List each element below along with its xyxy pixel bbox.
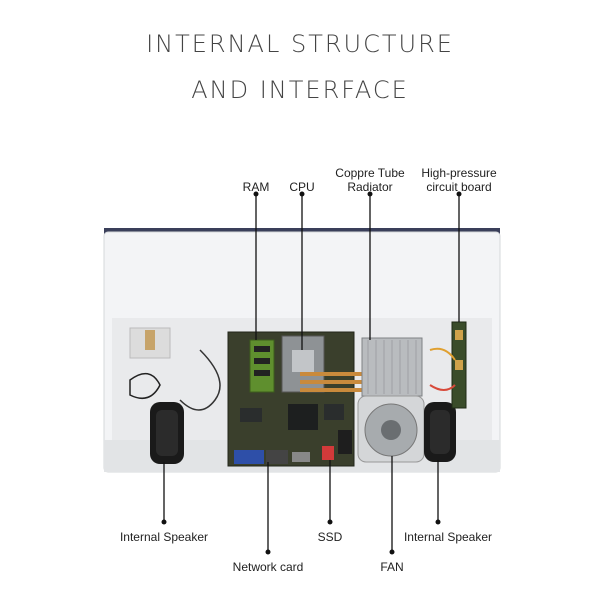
leader-ram-dot bbox=[253, 191, 259, 197]
hp-component bbox=[455, 330, 463, 340]
label-speaker-right: Internal Speaker bbox=[403, 530, 493, 544]
leader-speaker-right-dot bbox=[435, 519, 441, 525]
leader-radiator-dot bbox=[367, 191, 373, 197]
label-network-card: Network card bbox=[232, 560, 304, 574]
speaker-right-grille bbox=[430, 410, 450, 454]
leader-hp-board-dot bbox=[456, 191, 462, 197]
vga-port bbox=[234, 450, 264, 464]
ram-chip bbox=[254, 358, 270, 364]
label-radiator: Coppre Tube Radiator bbox=[328, 166, 412, 194]
label-hp-board: High-pressure circuit board bbox=[414, 166, 504, 194]
heat-pipe bbox=[300, 388, 362, 392]
ssd-connector bbox=[322, 446, 334, 460]
page-title-line1: INTERNAL STRUCTURE bbox=[146, 30, 454, 58]
leader-ssd-dot bbox=[327, 519, 333, 525]
speaker-left-grille bbox=[156, 410, 178, 456]
cpu-plate bbox=[292, 350, 314, 372]
hp-component bbox=[455, 360, 463, 370]
leader-cpu-dot bbox=[299, 191, 305, 197]
heat-pipe bbox=[300, 380, 362, 384]
left-connector bbox=[145, 330, 155, 350]
label-hp-board-line1: High-pressure bbox=[421, 166, 497, 180]
left-cable bbox=[179, 349, 221, 411]
board-chip bbox=[324, 404, 344, 420]
page-title-line2: AND INTERFACE bbox=[191, 76, 409, 104]
usb-port bbox=[292, 452, 310, 462]
label-speaker-left: Internal Speaker bbox=[119, 530, 209, 544]
label-radiator-line2: Radiator bbox=[347, 180, 393, 194]
label-hp-board-line2: circuit board bbox=[426, 180, 492, 194]
label-radiator-line1: Coppre Tube bbox=[335, 166, 405, 180]
label-ssd: SSD bbox=[317, 530, 343, 544]
antenna-wire bbox=[129, 372, 161, 400]
hp-cable bbox=[429, 347, 456, 361]
label-cpu: CPU bbox=[289, 180, 315, 194]
ram-chip bbox=[254, 346, 270, 352]
network-port bbox=[266, 450, 288, 464]
fan-hub bbox=[381, 420, 401, 440]
chipset bbox=[288, 404, 318, 430]
ram-chip bbox=[254, 370, 270, 376]
hp-cable bbox=[429, 384, 456, 391]
heat-pipe bbox=[300, 372, 362, 376]
leader-fan-dot bbox=[389, 549, 395, 555]
leader-network-dot bbox=[265, 549, 271, 555]
label-ram: RAM bbox=[242, 180, 270, 194]
label-fan: FAN bbox=[380, 560, 404, 574]
board-chip bbox=[240, 408, 262, 422]
leader-speaker-left-dot bbox=[161, 519, 167, 525]
ssd-module bbox=[338, 430, 352, 454]
